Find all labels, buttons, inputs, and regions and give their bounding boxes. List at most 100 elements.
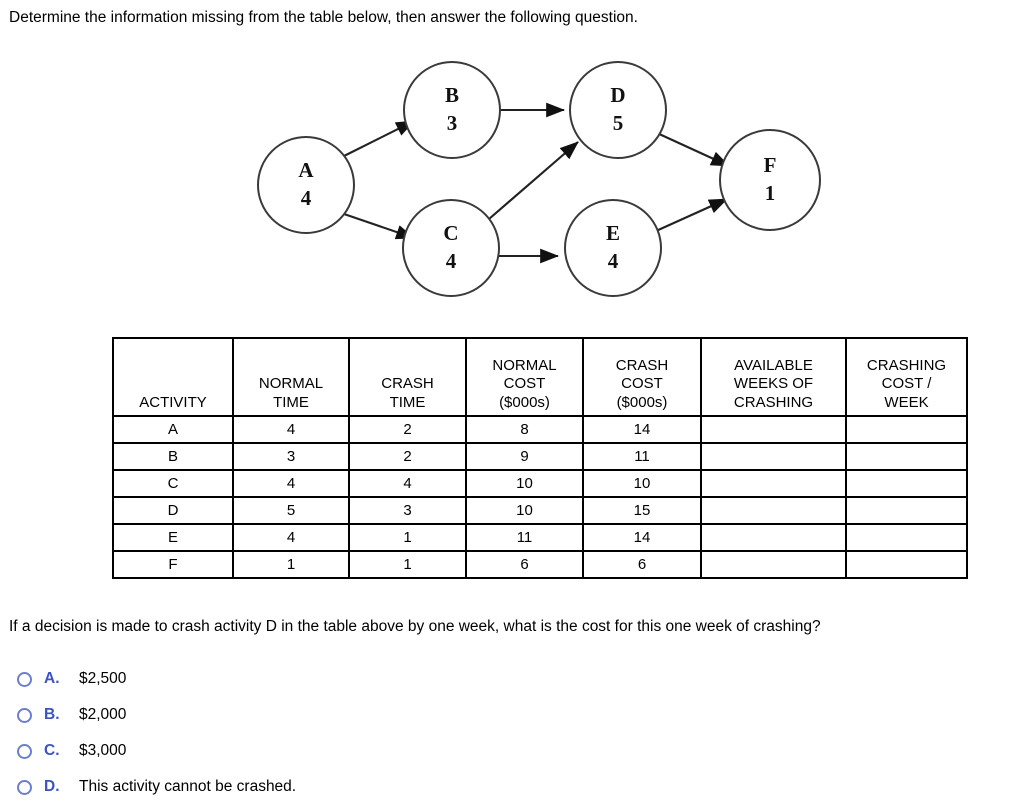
node-label-d: D bbox=[610, 83, 625, 107]
node-duration-a: 4 bbox=[301, 186, 312, 210]
node-circle-e bbox=[564, 199, 662, 297]
node-circle-d bbox=[569, 61, 667, 159]
diagram-node-b: B 3 bbox=[403, 61, 501, 159]
option-d[interactable]: D. This activity cannot be crashed. bbox=[12, 769, 612, 805]
diagram-node-a: A 4 bbox=[257, 136, 355, 234]
option-b[interactable]: B. $2,000 bbox=[12, 697, 612, 733]
prompt-text: Determine the information missing from t… bbox=[9, 9, 638, 26]
cell-available-weeks[interactable] bbox=[700, 469, 847, 498]
cell-crash-time: 1 bbox=[348, 523, 467, 552]
option-letter: B. bbox=[44, 706, 60, 723]
node-label-e: E bbox=[606, 221, 620, 245]
table-row: C 4 4 10 10 bbox=[112, 469, 968, 498]
cell-available-weeks[interactable] bbox=[700, 550, 847, 579]
node-circle-f bbox=[719, 129, 821, 231]
node-circle-c bbox=[402, 199, 500, 297]
cell-crash-time: 2 bbox=[348, 442, 467, 471]
node-duration-f: 1 bbox=[765, 181, 776, 205]
cell-available-weeks[interactable] bbox=[700, 442, 847, 471]
cell-available-weeks[interactable] bbox=[700, 523, 847, 552]
network-diagram-svg: A 4 B 3 C 4 D 5 E 4 F 1 bbox=[257, 61, 821, 297]
node-circle-a bbox=[257, 136, 355, 234]
node-duration-d: 5 bbox=[613, 111, 624, 135]
node-label-f: F bbox=[764, 153, 777, 177]
cell-normal-cost: 10 bbox=[465, 469, 584, 498]
cell-normal-cost: 11 bbox=[465, 523, 584, 552]
cell-activity: F bbox=[112, 550, 234, 579]
node-duration-b: 3 bbox=[447, 111, 458, 135]
node-label-c: C bbox=[443, 221, 458, 245]
cell-cost-per-week[interactable] bbox=[845, 469, 968, 498]
cell-crash-cost: 6 bbox=[582, 550, 702, 579]
option-label: $2,500 bbox=[79, 670, 127, 687]
option-label: $3,000 bbox=[79, 742, 127, 759]
edge-c-to-d bbox=[488, 141, 579, 220]
question-text: If a decision is made to crash activity … bbox=[9, 618, 821, 635]
cell-activity: C bbox=[112, 469, 234, 498]
option-label: This activity cannot be crashed. bbox=[79, 778, 297, 795]
cell-normal-time: 5 bbox=[232, 496, 350, 525]
node-duration-e: 4 bbox=[608, 249, 619, 273]
cell-cost-per-week[interactable] bbox=[845, 415, 968, 444]
option-letter: A. bbox=[44, 670, 60, 687]
cell-cost-per-week[interactable] bbox=[845, 523, 968, 552]
table-row: F 1 1 6 6 bbox=[112, 550, 968, 579]
diagram-node-f: F 1 bbox=[719, 129, 821, 231]
cell-normal-time: 1 bbox=[232, 550, 350, 579]
cell-crash-cost: 10 bbox=[582, 469, 702, 498]
cell-cost-per-week[interactable] bbox=[845, 550, 968, 579]
cell-normal-cost: 6 bbox=[465, 550, 584, 579]
option-a[interactable]: A. $2,500 bbox=[12, 661, 612, 697]
cell-cost-per-week[interactable] bbox=[845, 442, 968, 471]
cell-available-weeks[interactable] bbox=[700, 496, 847, 525]
radio-button-icon[interactable] bbox=[17, 779, 32, 795]
diagram-node-e: E 4 bbox=[564, 199, 662, 297]
radio-button-icon[interactable] bbox=[17, 671, 32, 687]
table-row: B 3 2 9 11 bbox=[112, 442, 968, 471]
radio-button-icon[interactable] bbox=[17, 743, 32, 759]
option-c[interactable]: C. $3,000 bbox=[12, 733, 612, 769]
header-activity: ACTIVITY bbox=[112, 337, 234, 417]
cell-activity: E bbox=[112, 523, 234, 552]
cell-activity: A bbox=[112, 415, 234, 444]
edge-e-to-f bbox=[655, 198, 728, 232]
node-label-a: A bbox=[298, 158, 314, 182]
edge-a-to-c bbox=[343, 213, 415, 240]
cell-crash-time: 1 bbox=[348, 550, 467, 579]
cell-normal-cost: 9 bbox=[465, 442, 584, 471]
diagram-edges bbox=[343, 102, 730, 264]
diagram-node-c: C 4 bbox=[402, 199, 500, 297]
cell-cost-per-week[interactable] bbox=[845, 496, 968, 525]
table-body: A 4 2 8 14 B 3 2 9 11 C 4 4 10 bbox=[112, 415, 968, 579]
cell-crash-cost: 11 bbox=[582, 442, 702, 471]
cell-crash-cost: 14 bbox=[582, 415, 702, 444]
table-row: D 5 3 10 15 bbox=[112, 496, 968, 525]
cell-normal-time: 4 bbox=[232, 415, 350, 444]
answer-options: A. $2,500 B. $2,000 C. $3,000 D. This ac… bbox=[12, 661, 612, 805]
cell-activity: D bbox=[112, 496, 234, 525]
option-letter: D. bbox=[44, 778, 60, 795]
option-label: $2,000 bbox=[79, 706, 127, 723]
cell-available-weeks[interactable] bbox=[700, 415, 847, 444]
cell-normal-time: 4 bbox=[232, 523, 350, 552]
table-row: E 4 1 11 14 bbox=[112, 523, 968, 552]
network-diagram: A 4 B 3 C 4 D 5 E 4 F 1 bbox=[0, 48, 1024, 313]
table-row: A 4 2 8 14 bbox=[112, 415, 968, 444]
radio-button-icon[interactable] bbox=[17, 707, 32, 723]
cell-crash-time: 3 bbox=[348, 496, 467, 525]
cell-activity: B bbox=[112, 442, 234, 471]
cell-normal-time: 3 bbox=[232, 442, 350, 471]
cell-normal-time: 4 bbox=[232, 469, 350, 498]
cell-crash-time: 2 bbox=[348, 415, 467, 444]
cell-crash-cost: 14 bbox=[582, 523, 702, 552]
node-circle-b bbox=[403, 61, 501, 159]
edge-d-to-f bbox=[656, 132, 730, 167]
